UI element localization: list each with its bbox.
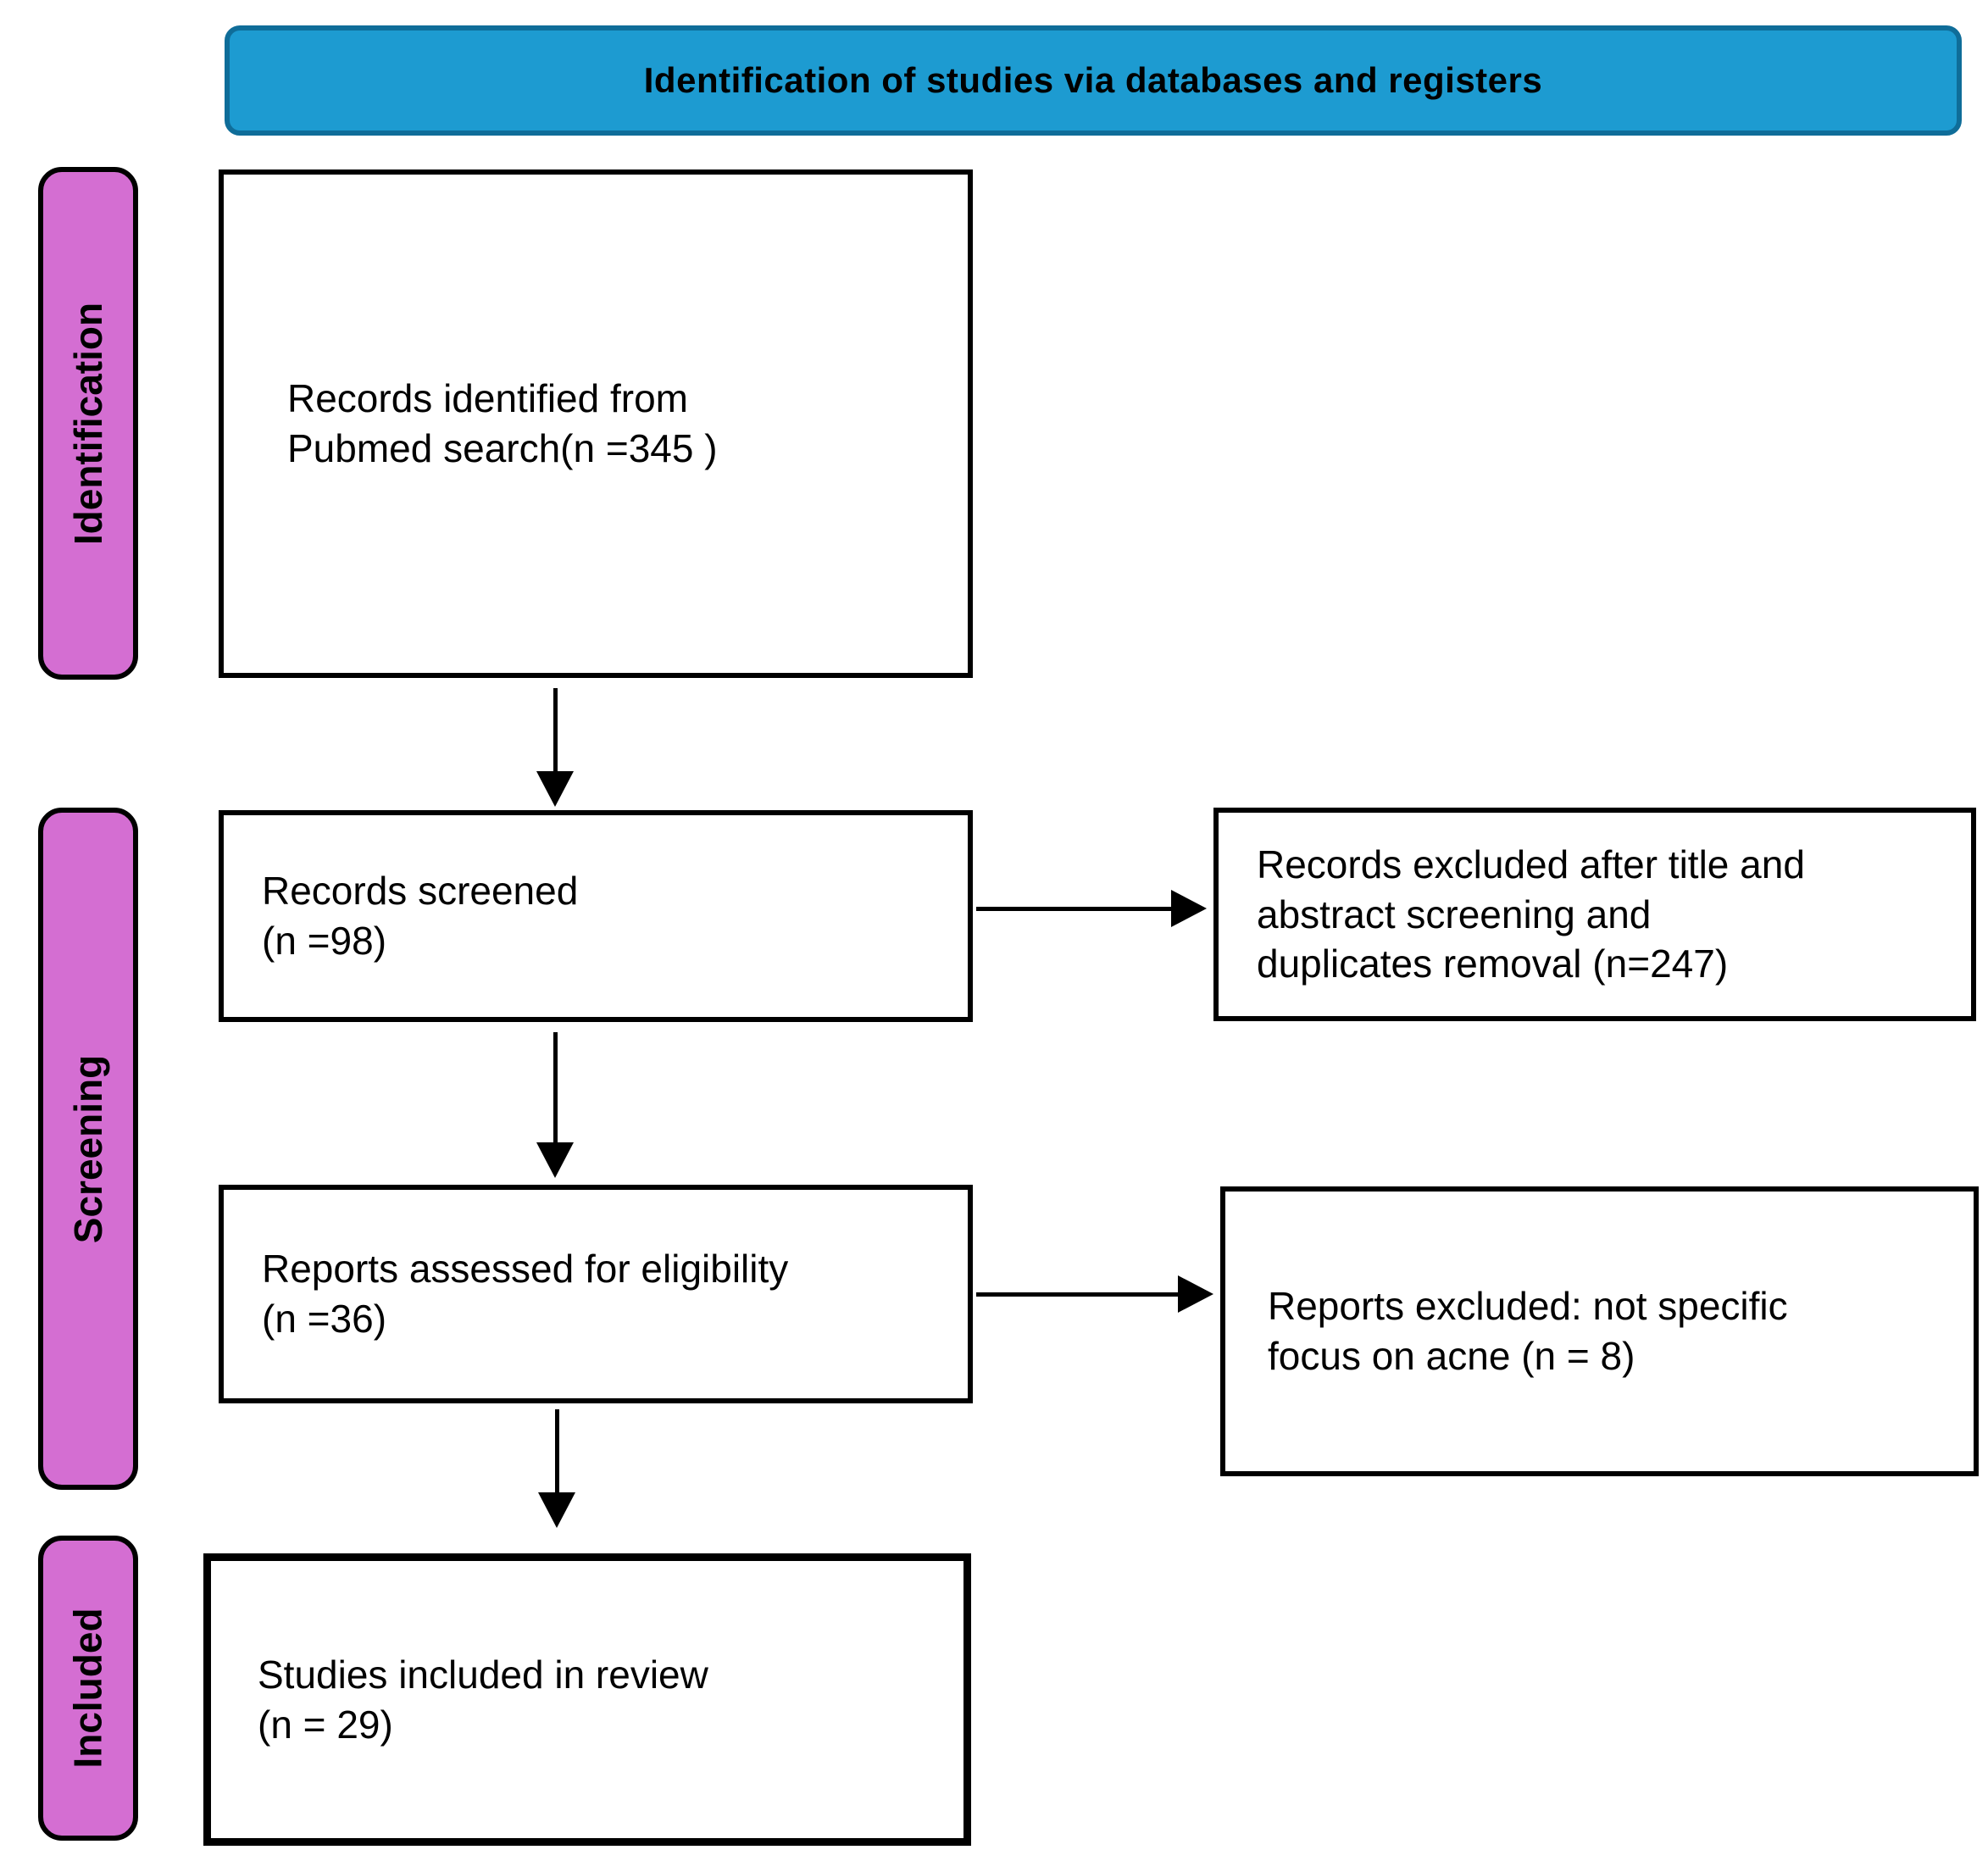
stage-label-included: Included	[38, 1536, 138, 1841]
box-records-identified: Records identified from Pubmed search(n …	[219, 169, 973, 678]
right-arrow-screened-to-excluded	[976, 890, 1207, 927]
arrow-head-icon	[538, 1492, 575, 1528]
box-records-screened: Records screened (n =98)	[219, 810, 973, 1022]
arrow-shaft	[976, 1292, 1178, 1297]
box-records-excluded: Records excluded after title and abstrac…	[1213, 808, 1976, 1021]
box-reports-assessed: Reports assessed for eligibility (n =36)	[219, 1185, 973, 1403]
down-arrow-screened-to-assessed	[536, 1032, 574, 1178]
arrow-head-icon	[1178, 1275, 1213, 1313]
box-reports-assessed-text: Reports assessed for eligibility (n =36)	[262, 1247, 789, 1341]
arrow-head-icon	[536, 771, 574, 807]
arrow-shaft	[554, 1409, 559, 1492]
stage-label-included-text: Included	[66, 1608, 110, 1769]
arrow-shaft	[553, 688, 558, 771]
arrow-shaft	[553, 1032, 558, 1142]
box-reports-excluded: Reports excluded: not specific focus on …	[1220, 1186, 1979, 1476]
stage-label-screening-text: Screening	[66, 1054, 111, 1243]
box-records-excluded-text: Records excluded after title and abstrac…	[1257, 842, 1805, 986]
right-arrow-assessed-to-excluded	[976, 1275, 1213, 1313]
arrow-shaft	[976, 906, 1171, 911]
box-records-identified-text: Records identified from Pubmed search(n …	[287, 376, 718, 470]
diagram-title: Identification of studies via databases …	[643, 60, 1543, 100]
arrow-head-icon	[536, 1142, 574, 1178]
box-studies-included: Studies included in review (n = 29)	[203, 1553, 971, 1846]
down-arrow-assessed-to-included	[538, 1409, 575, 1528]
stage-label-identification: Identification	[38, 167, 138, 680]
arrow-head-icon	[1171, 890, 1207, 927]
stage-label-screening: Screening	[38, 808, 138, 1490]
down-arrow-identified-to-screened	[536, 688, 574, 807]
box-records-screened-text: Records screened (n =98)	[262, 869, 579, 963]
box-reports-excluded-text: Reports excluded: not specific focus on …	[1268, 1284, 1788, 1378]
header-banner: Identification of studies via databases …	[225, 25, 1962, 136]
stage-label-identification-text: Identification	[66, 302, 111, 545]
box-studies-included-text: Studies included in review (n = 29)	[258, 1652, 708, 1747]
